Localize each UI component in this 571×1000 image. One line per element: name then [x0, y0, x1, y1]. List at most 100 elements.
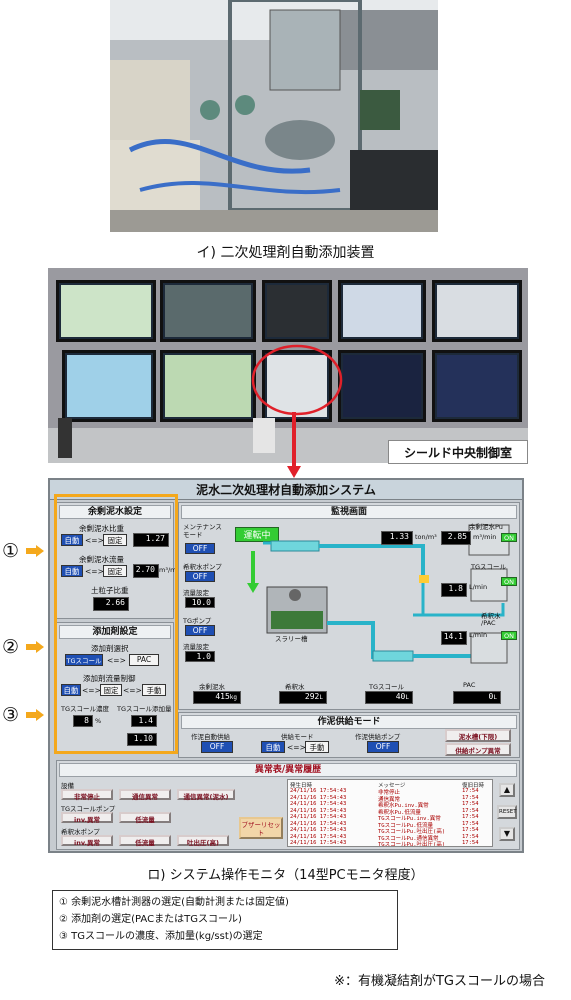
tg-low-flow-alarm[interactable]: 低流量 — [119, 812, 171, 824]
callout-2: ② — [0, 636, 48, 658]
orange-arrow-icon — [26, 545, 44, 557]
notes-box: ① 余剰泥水槽計測器の選定(自動計測または固定値) ② 添加剤の選定(PACまた… — [52, 890, 398, 950]
dilution-pump-label: 希釈水ポンプ — [183, 563, 222, 571]
table-row: 非常停止 — [378, 790, 401, 796]
flow-setting-value[interactable]: 10.0 — [185, 597, 215, 608]
conc-value[interactable]: 8 — [73, 715, 93, 727]
monitoring-panel: 監視画面 メンテナンスモード OFF 運転中 希釈水ポンプ OFF 流量設定 1… — [178, 502, 520, 710]
orange-arrow-icon — [26, 709, 44, 721]
supply-mode-label: 供給モード — [281, 733, 314, 741]
dilution-inv-alarm[interactable]: inv.異常 — [61, 835, 113, 847]
supply-mode-panel: 作泥供給モード 作泥自動供給 OFF 供給モード 自動 <=> 手動 作泥供給ポ… — [178, 712, 520, 758]
comm-error-mud-alarm[interactable]: 通信異常(泥水) — [177, 789, 235, 801]
callout-1: ① — [0, 540, 48, 562]
tg-inv-alarm[interactable]: inv.異常 — [61, 812, 113, 824]
tg-flow-value[interactable]: 1.0 — [185, 651, 215, 662]
dilution-pump-on: ON — [501, 631, 517, 640]
table-row: 17:54 — [462, 827, 479, 833]
supply-manual-button[interactable]: 手動 — [305, 741, 329, 753]
supply-pump-toggle[interactable]: OFF — [367, 741, 399, 753]
table-row: 24/11/16 17:54:43 — [290, 794, 347, 801]
additive-arrow: <=> — [107, 656, 126, 665]
maint-toggle[interactable]: OFF — [185, 543, 215, 554]
table-row: 通信異常 — [378, 796, 401, 803]
auto-supply-toggle[interactable]: OFF — [201, 741, 233, 753]
density-arrow: <=> — [85, 536, 104, 545]
buzzer-reset-button[interactable]: ブザーリセット — [239, 817, 283, 839]
supply-auto-button[interactable]: 自動 — [261, 741, 285, 753]
amount-value[interactable]: 1.4 — [131, 715, 157, 727]
flow-auto-button[interactable]: 自動 — [61, 565, 83, 577]
soil-value: 2.66 — [93, 597, 129, 611]
monitor-screen — [432, 280, 522, 342]
alarm-reset-button[interactable]: RESET — [497, 805, 517, 819]
flow-setting-label: 流量設定 — [183, 589, 209, 597]
tg-scale-label: TGスコール — [471, 563, 507, 571]
supply-pump-label: 作泥供給ポンプ — [355, 733, 401, 741]
conc-unit: % — [95, 717, 102, 725]
bottom-tg-value: 40L — [365, 691, 413, 704]
monitor-screen — [62, 350, 156, 422]
dilution-low-flow-alarm[interactable]: 低流量 — [119, 835, 171, 847]
table-row: TGスコールPu.低流量 — [378, 822, 434, 829]
table-row: TGスコールPu.通信異常 — [378, 835, 439, 842]
callout-3-number: ③ — [2, 704, 20, 726]
control-label: 添加剤流量制御 — [83, 674, 136, 683]
monitor-screen — [432, 350, 522, 422]
alarm-panel: 異常表/異常履歴 設備 非常停止 通信異常 通信異常(泥水) TGスコールポンプ… — [56, 760, 520, 850]
control-manual-button[interactable]: 手動 — [142, 684, 166, 696]
table-row: 24/11/16 17:54:43 — [290, 820, 347, 827]
monitor-screen — [56, 280, 156, 342]
density-label: 余剰泥水比重 — [79, 524, 124, 533]
tg-select-button[interactable]: TGスコール — [65, 654, 103, 666]
bottom-surplus-value: 415kg — [193, 691, 241, 704]
orange-arrow-icon — [26, 641, 44, 653]
scroll-down-button[interactable]: ▼ — [499, 827, 515, 841]
table-row: 17:54 — [462, 788, 479, 794]
flow-unit: m³/m — [159, 566, 177, 574]
table-row: 17:54 — [462, 820, 479, 827]
table-row: TGスコールPu.inv.異常 — [378, 816, 441, 822]
note-2: ② 添加剤の選定(PACまたはTGスコール) — [59, 914, 242, 925]
density-fixed-button[interactable]: 固定 — [103, 534, 127, 546]
control-fixed-button[interactable]: 固定 — [100, 684, 122, 696]
tg-scale-pump-label: TGスコールポンプ — [61, 805, 116, 813]
supply-pump-alarm[interactable]: 供給ポンプ異常 — [445, 743, 511, 756]
control-auto-button[interactable]: 自動 — [61, 684, 81, 696]
scroll-up-button[interactable]: ▲ — [499, 783, 515, 797]
caption-photo1: イ) 二次処理剤自動添加装置 — [196, 245, 375, 261]
amount-value-2: 1.10 — [127, 733, 157, 746]
caption-monitor: ロ) システム操作モニタ（14型PCモニタ程度） — [147, 868, 424, 883]
amount-label: TGスコール添加量 — [117, 705, 172, 713]
alarm-history-table: 発生日時 メッセージ 復旧日時 24/11/16 17:54:43 非常停止 17:… — [287, 779, 493, 847]
mud-tank-low-alarm[interactable]: 泥水槽(下限) — [445, 729, 511, 742]
flow-fixed-button[interactable]: 固定 — [103, 565, 127, 577]
table-row: 17:54 — [462, 794, 479, 801]
auto-supply-label: 作泥自動供給 — [191, 733, 230, 741]
monitoring-panel-title: 監視画面 — [181, 505, 517, 519]
photo-control-room — [48, 268, 528, 463]
discharge-pressure-alarm[interactable]: 吐出圧(高) — [177, 835, 229, 847]
process-diagram — [247, 524, 510, 664]
col-time-header: 発生日時 — [290, 783, 313, 789]
table-row: 希釈水Pu.低流量 — [378, 809, 421, 816]
density-auto-button[interactable]: 自動 — [61, 534, 83, 546]
table-row: 17:54 — [462, 801, 479, 807]
dilution-pump-toggle[interactable]: OFF — [185, 571, 215, 582]
pac-select-button[interactable]: PAC — [129, 654, 159, 666]
table-row: TGスコールPu.吐出圧(高) — [378, 829, 446, 835]
equipment-label: 設備 — [61, 782, 74, 790]
col-msg-header: メッセージ — [378, 783, 406, 789]
col-restore-header: 復旧日時 — [462, 783, 485, 789]
monitor-unit-4: L/min — [469, 631, 488, 639]
control-arrow-1: <=> — [82, 686, 101, 695]
table-row: 24/11/16 17:54:43 — [290, 833, 347, 840]
tg-flow-label: 流量設定 — [183, 643, 209, 651]
callout-1-number: ① — [2, 540, 20, 562]
bottom-tg-label: TGスコール — [369, 683, 405, 691]
emergency-stop-alarm[interactable]: 非常停止 — [61, 789, 113, 801]
monitor-unit-2: m³/min — [473, 533, 497, 541]
tg-pump-toggle[interactable]: OFF — [185, 625, 215, 636]
comm-error-alarm[interactable]: 通信異常 — [119, 789, 171, 801]
note-3: ③ TGスコールの濃度、添加量(kg/sst)の選定 — [59, 931, 263, 942]
